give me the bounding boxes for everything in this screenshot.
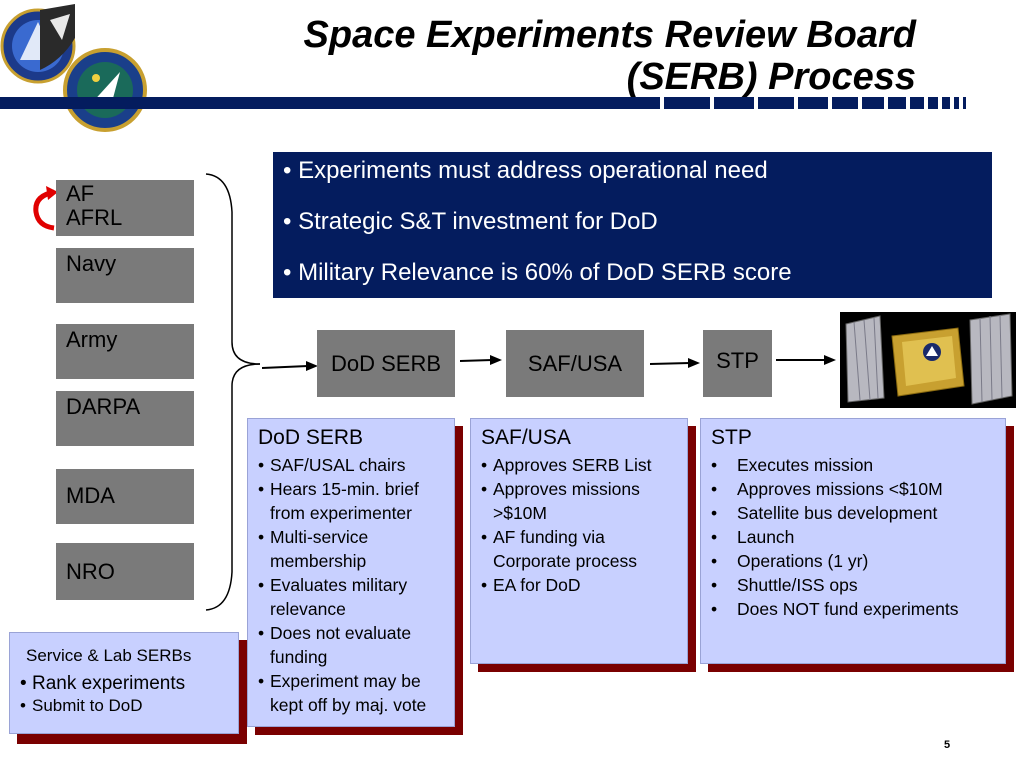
- header-bar-segment: [798, 97, 828, 109]
- org-label-afrl: AFRL: [66, 205, 123, 230]
- flow-label-dod-serb: DoD SERB: [330, 350, 442, 376]
- card-dod-serb: DoD SERB SAF/USAL chairs Hears 15-min. b…: [247, 418, 455, 727]
- header-bar-segment: [954, 97, 959, 109]
- card-service-lab-serbs: Service & Lab SERBs Rank experiments Sub…: [9, 632, 239, 734]
- flow-box-stp: STP: [703, 330, 772, 397]
- org-label-af: AF: [66, 181, 95, 206]
- list-item: SAF/USAL chairs: [258, 453, 444, 477]
- list-item: Does not evaluate funding: [258, 621, 444, 669]
- requirement-item: • Experiments must address operational n…: [283, 157, 768, 184]
- list-item: Multi-service membership: [258, 525, 444, 573]
- header-bar-segment: [832, 97, 858, 109]
- flow-box-dod-serb: DoD SERB: [317, 330, 455, 397]
- list-item: Launch: [711, 525, 995, 549]
- list-item: EA for DoD: [481, 573, 677, 597]
- requirement-item: • Military Relevance is 60% of DoD SERB …: [283, 259, 792, 286]
- list-item: Rank experiments: [20, 673, 228, 695]
- org-box-navy: Navy: [56, 248, 194, 303]
- header-bar-segment: [862, 97, 884, 109]
- header-bar-segment: [942, 97, 950, 109]
- flow-label-stp: STP: [716, 348, 759, 373]
- org-label-navy: Navy: [66, 251, 117, 276]
- card-list: SAF/USAL chairs Hears 15-min. brief from…: [258, 453, 444, 717]
- header-bar: [0, 97, 660, 109]
- header-bar-segment: [888, 97, 906, 109]
- satellite-image: [840, 312, 1016, 408]
- org-box-nro: NRO: [56, 543, 194, 600]
- list-item: Submit to DoD: [20, 695, 228, 717]
- list-item: Approves missions >$10M: [481, 477, 677, 525]
- slide-title-line1: Space Experiments Review Board: [303, 14, 916, 56]
- arrow-right-icon: [262, 361, 318, 371]
- satellite-body: [891, 327, 965, 397]
- card-list: Executes mission Approves missions <$10M…: [711, 453, 995, 621]
- solar-panel-right: [969, 313, 1013, 405]
- agency-logos: [0, 4, 147, 132]
- solar-panel-left: [845, 315, 885, 403]
- org-label-nro: NRO: [66, 559, 115, 584]
- list-item: Executes mission: [711, 453, 995, 477]
- card-heading: SAF/USA: [481, 426, 571, 449]
- list-item: Approves SERB List: [481, 453, 677, 477]
- page-number: 5: [944, 739, 951, 751]
- list-item: Shuttle/ISS ops: [711, 573, 995, 597]
- arrow-right-icon: [776, 355, 836, 365]
- list-item: Approves missions <$10M: [711, 477, 995, 501]
- org-box-darpa: DARPA: [56, 391, 194, 446]
- header-bar-segment: [714, 97, 754, 109]
- card-list: Approves SERB List Approves missions >$1…: [481, 453, 677, 597]
- header-bar-segment: [758, 97, 794, 109]
- grouping-brace: [205, 173, 261, 611]
- header-bar-segment: [910, 97, 924, 109]
- list-item: Experiment may be kept off by maj. vote: [258, 669, 444, 717]
- list-item: Evaluates military relevance: [258, 573, 444, 621]
- list-item: Operations (1 yr): [711, 549, 995, 573]
- card-stp: STP Executes mission Approves missions <…: [700, 418, 1006, 664]
- space-test-program-shield: [40, 4, 75, 70]
- card-heading: Service & Lab SERBs: [26, 646, 192, 665]
- requirement-item: • Strategic S&T investment for DoD: [283, 208, 658, 235]
- org-box-af-afrl: AF AFRL: [56, 180, 194, 236]
- card-saf-usa: SAF/USA Approves SERB List Approves miss…: [470, 418, 688, 664]
- requirements-panel: • Experiments must address operational n…: [273, 152, 992, 298]
- arrow-right-icon: [460, 355, 502, 365]
- org-label-army: Army: [66, 327, 118, 352]
- curved-arrow-icon: [33, 186, 58, 231]
- header-bar-segment: [664, 97, 710, 109]
- list-item: Does NOT fund experiments: [711, 597, 995, 621]
- org-label-mda: MDA: [66, 483, 115, 508]
- header-bar-segment: [963, 97, 966, 109]
- list-item: AF funding via Corporate process: [481, 525, 677, 573]
- flow-label-saf-usa: SAF/USA: [527, 350, 623, 376]
- list-item: Satellite bus development: [711, 501, 995, 525]
- header-bar-segment: [928, 97, 938, 109]
- org-box-army: Army: [56, 324, 194, 379]
- org-label-darpa: DARPA: [66, 394, 141, 419]
- slide-title: Space Experiments Review Board (SERB) Pr…: [156, 14, 916, 98]
- list-item: Hears 15-min. brief from experimenter: [258, 477, 444, 525]
- slide-title-line2: (SERB) Process: [626, 56, 916, 98]
- flow-box-saf-usa: SAF/USA: [506, 330, 644, 397]
- space-test-program-patch: [63, 48, 147, 132]
- org-box-mda: MDA: [56, 469, 194, 524]
- card-heading: STP: [711, 426, 752, 449]
- card-list: Rank experiments Submit to DoD: [20, 673, 228, 717]
- card-heading: DoD SERB: [258, 426, 364, 449]
- arrow-right-icon: [650, 358, 700, 368]
